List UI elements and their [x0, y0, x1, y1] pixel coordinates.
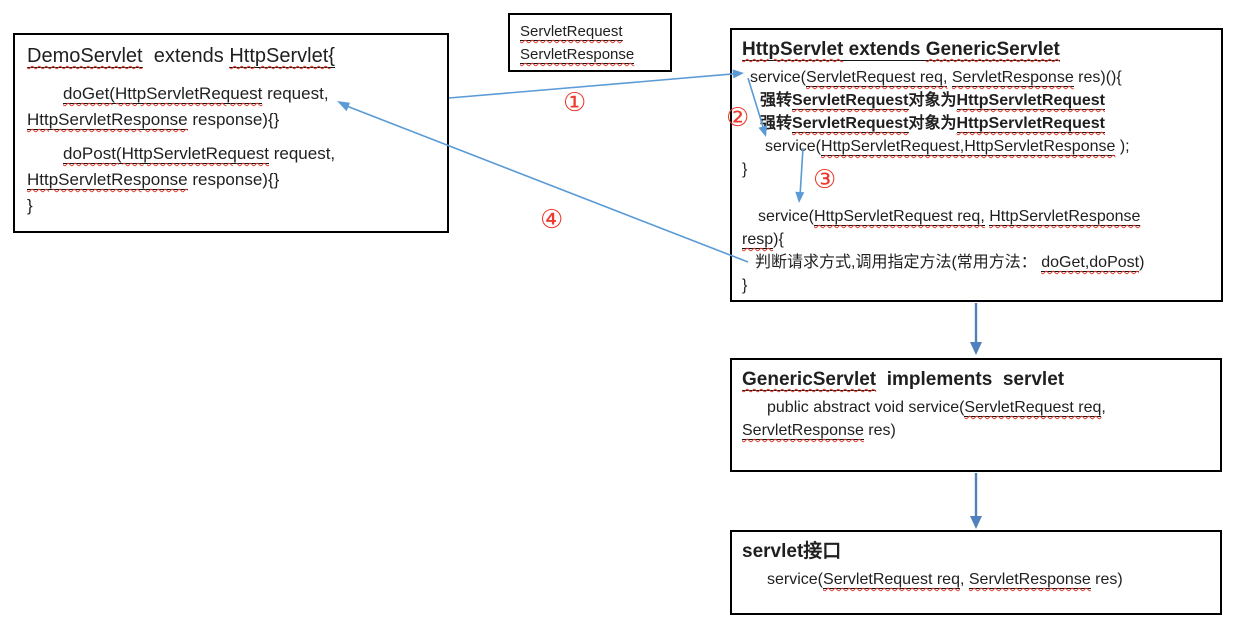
text-segment: response){}: [187, 170, 280, 189]
text-segment: doPost(HttpServletRequest: [63, 144, 269, 164]
text-segment: ,: [959, 571, 969, 588]
text-segment: ServletResponse: [968, 571, 1091, 589]
text-line: service(HttpServletRequest req, HttpServ…: [742, 205, 1211, 228]
text-line: doGet(HttpServletRequest request,: [25, 81, 437, 107]
text-segment: 强转: [760, 92, 793, 109]
text-segment: ServletRequest: [792, 115, 909, 133]
text-line: 强转ServletRequest对象为HttpServletRequest: [742, 112, 1211, 135]
text-segment: service(: [767, 571, 824, 588]
text-segment: res): [863, 422, 896, 439]
arrow-step1: [448, 69, 744, 99]
text-segment: res): [1090, 571, 1123, 588]
text-segment: doGet,doPost: [1041, 254, 1140, 272]
text-segment: res)(){: [1073, 69, 1122, 86]
text-segment: HttpServletResponse: [27, 110, 188, 130]
text-segment: HttpServlet{: [229, 45, 335, 68]
text-line: HttpServlet extends GenericServlet: [742, 36, 1211, 64]
text-line: public abstract void service(ServletRequ…: [742, 396, 1210, 419]
text-segment: DemoServlet: [27, 45, 143, 68]
text-segment: HttpServletRequest req,: [814, 208, 985, 226]
text-segment: HttpServlet: [742, 39, 844, 61]
text-segment: extends: [142, 45, 230, 67]
step-1-label: ①: [563, 88, 587, 118]
text-segment: resp: [742, 231, 774, 249]
text-line: }: [742, 274, 1211, 297]
text-segment: servlet接口: [742, 541, 842, 562]
text-line: service(ServletRequest req, ServletRespo…: [742, 568, 1210, 591]
text-segment: HttpServletRequest: [956, 92, 1106, 110]
step-3-label: ③: [813, 165, 837, 195]
text-segment: 判断请求方式,调用指定方法(常用方法：: [755, 254, 1037, 271]
text-line: doPost(HttpServletRequest request,: [25, 141, 437, 167]
step-2-label: ②: [726, 103, 750, 133]
text-segment: extends: [843, 39, 926, 61]
text-segment: service(: [765, 138, 822, 155]
text-segment: response){}: [187, 110, 280, 129]
text-segment: service(: [758, 208, 815, 225]
text-segment: HttpServletResponse: [27, 170, 188, 190]
text-segment: 对象为: [908, 92, 957, 109]
text-line: ServletResponse: [520, 43, 660, 66]
text-line: 强转ServletRequest对象为HttpServletRequest: [742, 89, 1211, 112]
text-segment: request,: [269, 144, 336, 163]
text-segment: 对象为: [908, 115, 957, 132]
text-segment: ServletRequest req: [964, 399, 1102, 417]
text-segment: HttpServletRequest,HttpServletResponse: [821, 138, 1116, 156]
text-segment: GenericServlet: [925, 39, 1060, 61]
text-segment: GenericServlet: [742, 369, 877, 391]
text-segment: }: [27, 196, 33, 215]
text-line: ServletResponse res): [742, 419, 1210, 442]
arrow-httpservlet-to-genericservlet: [970, 303, 982, 355]
text-line: resp){: [742, 228, 1211, 251]
text-segment: );: [1115, 138, 1130, 155]
text-segment: ServletResponse: [742, 422, 864, 440]
text-line: service(HttpServletRequest,HttpServletRe…: [742, 135, 1211, 158]
text-segment: ServletRequest req,: [806, 69, 948, 87]
text-line: service(ServletRequest req, ServletRespo…: [742, 66, 1211, 89]
arrow-genericservlet-to-servlet: [970, 473, 982, 529]
text-line: DemoServlet extends HttpServlet{: [25, 41, 437, 71]
servlet-interface-box: servlet接口 service(ServletRequest req, Ser…: [730, 530, 1222, 615]
text-line: HttpServletResponse response){}: [25, 167, 437, 193]
text-segment: ServletRequest: [520, 23, 623, 41]
text-segment: HttpServletRequest: [956, 115, 1106, 133]
text-segment: ){: [773, 231, 784, 248]
text-line: 判断请求方式,调用指定方法(常用方法： doGet,doPost): [742, 251, 1211, 274]
text-segment: ServletRequest req: [823, 571, 960, 589]
text-line: GenericServlet implements servlet: [742, 366, 1210, 394]
text-segment: implements servlet: [876, 369, 1065, 390]
text-line: servlet接口: [742, 538, 1210, 566]
text-segment: ): [1139, 254, 1145, 271]
text-segment: service(: [750, 69, 807, 86]
text-segment: public abstract void service(: [767, 399, 965, 416]
text-segment: ServletRequest: [792, 92, 909, 110]
text-line: ServletRequest: [520, 20, 660, 43]
text-segment: }: [742, 277, 748, 294]
step-4-label: ④: [540, 205, 564, 235]
text-segment: 强转: [760, 115, 793, 132]
text-segment: }: [742, 161, 748, 178]
text-segment: HttpServletResponse: [989, 208, 1141, 226]
text-segment: doGet(HttpServletRequest: [63, 84, 263, 104]
text-line: }: [25, 193, 437, 219]
text-segment: ServletResponse: [951, 69, 1074, 87]
text-line: HttpServletResponse response){}: [25, 107, 437, 133]
demoservlet-class-box: DemoServlet extends HttpServlet{ doGet(Ht…: [13, 33, 449, 233]
text-segment: ServletResponse: [520, 46, 635, 64]
text-segment: request,: [262, 84, 329, 103]
text-segment: ,: [1101, 399, 1106, 416]
